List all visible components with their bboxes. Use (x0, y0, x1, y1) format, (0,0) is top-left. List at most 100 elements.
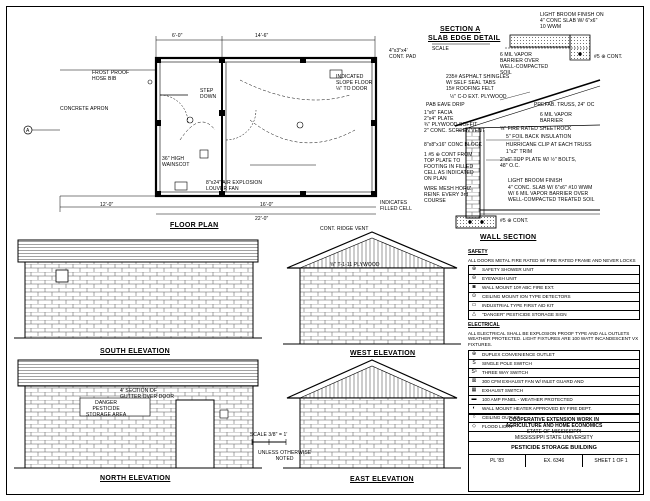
dim-left-top: 6'-0" (172, 33, 183, 39)
dim-mid-bottom: 16'-0" (260, 202, 274, 208)
project-title: PESTICIDE STORAGE BUILDING (469, 442, 639, 455)
electrical-text: WALL MOUNT HEATER APPROVED BY FIRE DEPT. (482, 405, 592, 411)
eave-label: PAB EAVE DRIP (426, 102, 465, 108)
danger-sign-label: DANGER PESTICIDE STORAGE AREA (86, 400, 127, 418)
electrical-symbol-icon: ◇ (472, 422, 476, 429)
slab-edge-detail (432, 34, 591, 61)
electrical-symbol-icon: ○ (472, 413, 476, 420)
section-marker-a: A (26, 128, 30, 134)
safety-symbol-icon: ⊕ (471, 266, 477, 273)
safety-symbol-icon: ⊙ (471, 293, 477, 300)
electrical-row: ⊠ 300 CFM EXHAUST FAN W/ INLET GUARD AND (469, 378, 639, 387)
wall-section (454, 79, 601, 229)
step-down-label: STEP DOWN (200, 88, 217, 100)
safety-text: SAFETY SHOWER UNIT (482, 267, 534, 273)
mesh-label: WIRE MESH HORIZ. REINF. EVERY 3rd COURSE (424, 186, 473, 204)
filled-cell-label: INDICATES FILLED CELL (380, 200, 412, 212)
safety-text: INDUSTRIAL TYPE FIRST AID KIT (482, 303, 554, 309)
north-elevation (14, 359, 262, 469)
electrical-text: CEILING OUTLET (482, 414, 520, 420)
scale-label: SCALE (432, 46, 449, 52)
shingles-label: 235# ASPHALT SHINGLES W/ SELF SEAL TABS … (446, 74, 510, 92)
electrical-row: ○ CEILING OUTLET (469, 414, 639, 423)
electrical-symbol-icon: S (472, 359, 476, 366)
safety-row: △ "DANGER" PESTICIDE STORAGE SIGN (469, 311, 639, 321)
slab2-label: 4" CONC. SLAB W/ 6"x6" #10 WWM W/ 6 MIL … (508, 185, 595, 203)
electrical-text: EXHAUST SWITCH (482, 387, 524, 393)
electrical-row: ◐ WALL MOUNT HEATER APPROVED BY FIRE DEPT… (469, 405, 639, 414)
filled-cells (155, 57, 377, 197)
electrical-header: ELECTRICAL (468, 322, 500, 329)
org-line-3: STATE OF MISSISSIPPI (526, 429, 582, 435)
electrical-list: ⊕ DUPLEX CONVENIENCE OUTLET S SINGLE POLE S… (468, 349, 640, 432)
electrical-row: S SINGLE POLE SWITCH (469, 360, 639, 369)
safety-list: ⊕SAFETY SHOWER UNIT⊖EYEWASH UNIT◙WALL MO… (468, 265, 640, 321)
electrical-symbol-icon: ▦ (471, 386, 477, 393)
safety-symbol-icon: ⊖ (471, 275, 477, 282)
vapor6-label: 6 MIL VAPOR BARRIER (540, 112, 572, 124)
gutter-note-label: 4' SECTION OF GUTTER OVER DOOR (120, 388, 175, 400)
plywood-siding-label: ⅝" T-1-11 PLYWOOD (330, 262, 380, 268)
legend-panel: SAFETY ALL DOORS METAL FIRE RATED W/ FIR… (468, 249, 640, 435)
hurricane-label: HURRICANE CLIP AT EACH TRUSS (506, 142, 592, 148)
north-elevation-title: NORTH ELEVATION (100, 475, 171, 482)
safety-text: "DANGER" PESTICIDE STORAGE SIGN (482, 312, 567, 318)
title-block-footer: PL '83 EX. 6346 SHEET 1 OF 1 (469, 455, 639, 467)
title-block: COOPERATIVE EXTENSION WORK IN AGRICULTUR… (468, 414, 640, 492)
electrical-text: DUPLEX CONVENIENCE OUTLET (482, 351, 555, 357)
slab-edge-title: SLAB EDGE DETAIL (428, 35, 501, 42)
electrical-symbol-icon: ⊠ (471, 377, 477, 384)
org-line-2: AGRICULTURE AND HOME ECONOMICS (505, 423, 603, 429)
concrete-apron-label: CONCRETE APRON (60, 106, 109, 112)
sheetrock-label: ⅝" FIRE RATED SHEETROCK (500, 126, 572, 132)
electrical-row: ▬100 AMP PANEL - WEATHER PROTECTED (469, 396, 639, 405)
safety-row: ⊙ CEILING MOUNT ION TYPE DETECTORS (469, 293, 639, 303)
plan-number: PL '83 (469, 455, 526, 467)
light-broom-label: LIGHT BROOM FINISH ON 4" CONC SLAB W/ 6"… (540, 12, 604, 30)
frost-proof-label: FROST PROOF HOSE BIB (92, 70, 130, 82)
safety-symbol-icon: ▭ (471, 302, 477, 309)
safety-note: ALL DOORS METAL FIRE RATED W/ FIRE RATED… (468, 257, 636, 263)
wall-section-title: WALL SECTION (480, 234, 537, 241)
scale-bar-label: SCALE 3/8" = 1' (250, 432, 288, 438)
electrical-text: FLOOD LIGHT (482, 423, 513, 429)
electrical-text: 100 AMP PANEL - WEATHER PROTECTED (482, 396, 573, 402)
slope-floor-label: INDICATED SLOPE FLOOR ⅛" TO DOOR (336, 74, 373, 92)
east-elevation-title: EAST ELEVATION (350, 476, 414, 483)
west-elevation (283, 231, 461, 345)
electrical-symbol-icon: ⊕ (471, 350, 477, 357)
sheet-number: SHEET 1 OF 1 (594, 458, 628, 464)
electrical-text: SINGLE POLE SWITCH (482, 360, 532, 366)
ex-number: EX. 6346 (526, 455, 583, 467)
electrical-row: ◇ FLOOD LIGHT (469, 423, 639, 432)
safety-symbol-icon: ◙ (472, 284, 476, 291)
top-plate-label: 2"x6" TOP PLATE W/ ½" BOLTS, 48" O.C. (500, 157, 577, 169)
ridge-vent-label: CONT. RIDGE VENT (320, 226, 369, 232)
electrical-symbol-icon: ◐ (472, 404, 476, 411)
plate-label: 2"x4" PLATE (424, 116, 454, 122)
cont-pad-label: 4"x3"x4' CONT. PAD (389, 48, 417, 60)
scale-bar (251, 439, 287, 445)
south-elevation (14, 239, 262, 339)
trim-label: 1"x2" TRIM (506, 149, 533, 155)
slab-cont-label: #5 ⊕ CONT. (594, 54, 623, 60)
truss-label: PREFAB. TRUSS, 24" OC (534, 102, 595, 108)
safety-text: CEILING MOUNT ION TYPE DETECTORS (482, 294, 571, 300)
soffit-label: ¾" PLYWOOD SOFFIT (424, 122, 478, 128)
safety-text: EYEWASH UNIT (482, 276, 517, 282)
south-elevation-title: SOUTH ELEVATION (100, 348, 170, 355)
vent-label: 2" CONC. SCREEN VENT (424, 128, 486, 134)
org-line-1: COOPERATIVE EXTENSION WORK IN (509, 417, 599, 423)
floor-plan (23, 36, 378, 215)
fascia-label: 1"x6" FACIA (424, 110, 453, 116)
east-elevation (283, 359, 461, 469)
safety-row: ▭ INDUSTRIAL TYPE FIRST AID KIT (469, 302, 639, 312)
wainscot-label: 36" HIGH WAINSCOT (162, 156, 190, 168)
safety-symbol-icon: △ (472, 311, 476, 318)
vapor-barrier-label: 6 MIL VAPOR BARRIER OVER WELL-COMPACTED … (500, 52, 549, 76)
electrical-text: 300 CFM EXHAUST FAN W/ INLET GUARD AND (482, 378, 584, 384)
dim-total-bottom: 22'-0" (255, 216, 269, 222)
section-a-title: SECTION A (440, 26, 481, 33)
